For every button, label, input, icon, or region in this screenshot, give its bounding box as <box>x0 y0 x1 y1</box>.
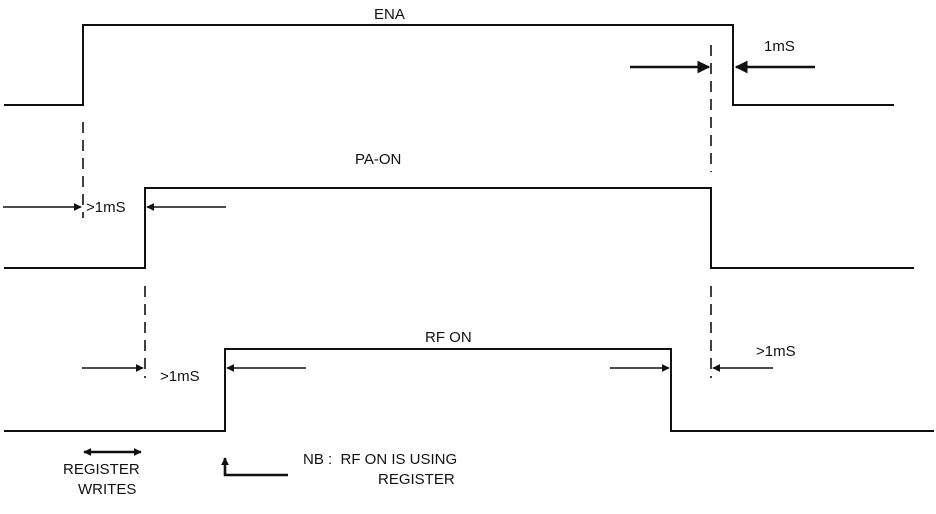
ena-fall-timing-label: 1mS <box>764 38 795 55</box>
rf-on-waveform <box>4 349 934 431</box>
rf-on-rise-timing-label: >1mS <box>160 368 200 385</box>
nb-note-line2: REGISTER <box>378 471 455 488</box>
register-writes-label-line2: WRITES <box>78 481 136 498</box>
register-writes-label-line1: REGISTER <box>63 461 140 478</box>
rf-on-label: RF ON <box>425 329 472 346</box>
ena-label: ENA <box>374 6 405 23</box>
rf-on-fall-timing-label: >1mS <box>756 343 796 360</box>
ena-waveform <box>4 25 894 105</box>
pa-on-rise-timing-label: >1mS <box>86 199 126 216</box>
nb-pointer-arrow <box>225 458 288 475</box>
pa-on-label: PA-ON <box>355 151 401 168</box>
nb-note-line1: NB : RF ON IS USING <box>303 451 457 468</box>
pa-on-waveform <box>4 188 914 268</box>
